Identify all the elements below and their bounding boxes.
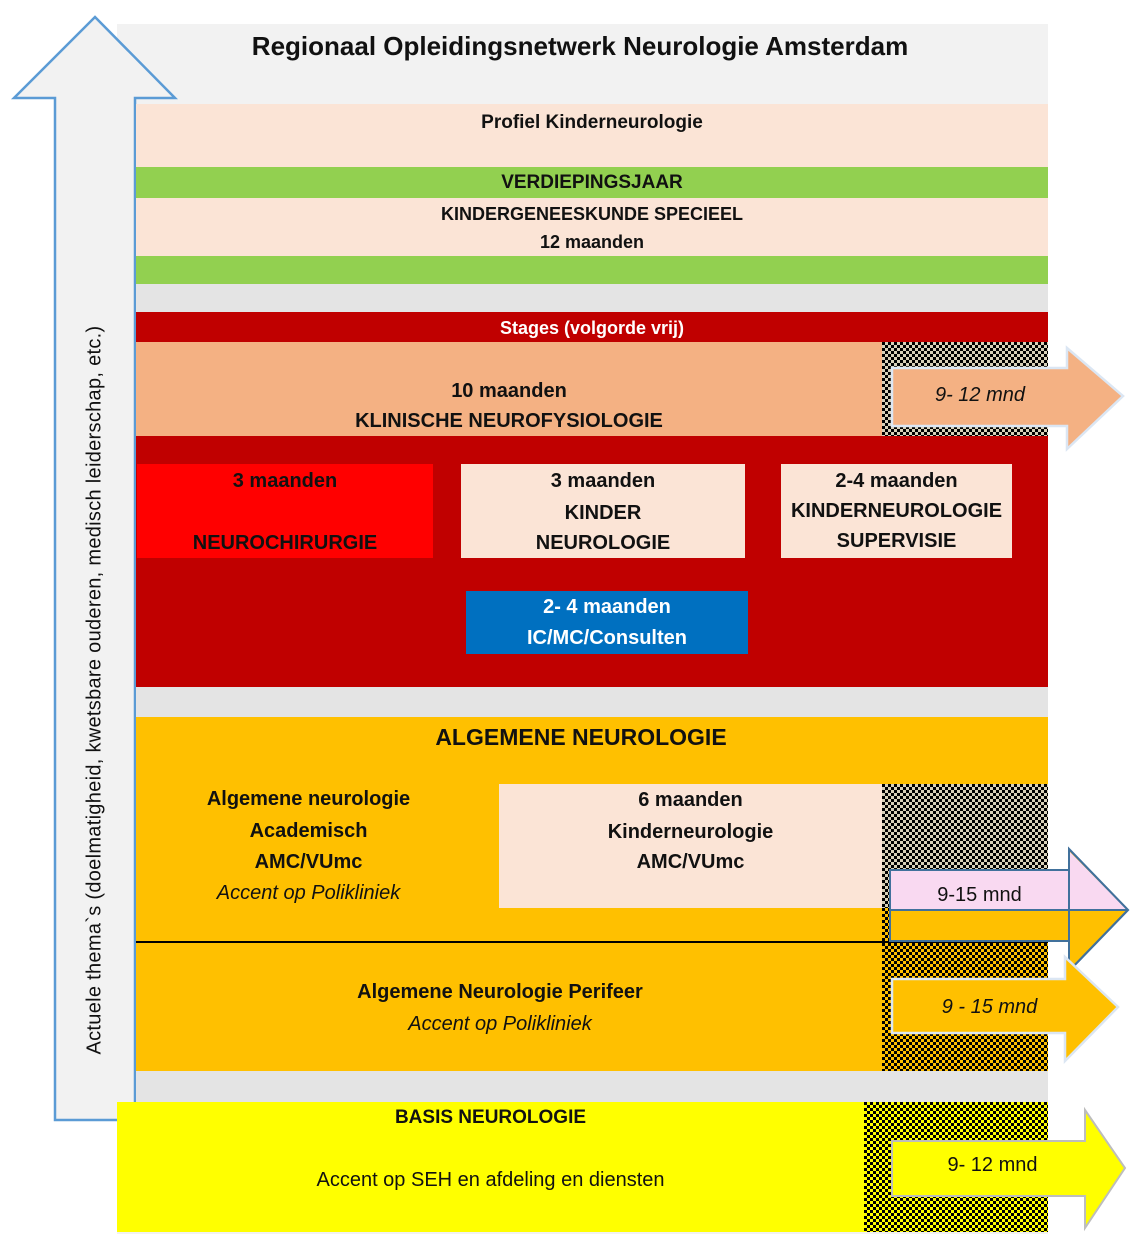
- ic-name: IC/MC/Consulten: [527, 626, 687, 649]
- academisch-perifeer-divider: [136, 941, 1048, 943]
- algemeen-kinderneurologie: 6 maanden Kinderneurologie AMC/VUmc: [499, 784, 882, 908]
- knf-arrow-label: 9- 12 mnd: [934, 383, 1026, 406]
- basis-neurologie-focus: Accent op SEH en afdeling en diensten: [316, 1169, 665, 1191]
- supervisie-line2: KINDERNEUROLOGIE: [790, 499, 1003, 522]
- neurochirurgie-duration: 3 maanden: [232, 469, 338, 492]
- academisch-line3: AMC/VUmc: [254, 851, 363, 873]
- academisch-line1: Algemene neurologie: [206, 788, 411, 810]
- academisch-line2: Academisch: [249, 820, 368, 842]
- separator: [136, 687, 1048, 717]
- diagram-title: Regionaal Opleidingsnetwerk Neurologie A…: [251, 30, 909, 61]
- stage-neurochirurgie: 3 maanden NEUROCHIRURGIE: [137, 464, 433, 558]
- algemeen-kinder-duration: 6 maanden: [638, 788, 743, 811]
- basis-duration-arrow-icon: [891, 1106, 1127, 1232]
- supervisie-line3: SUPERVISIE: [836, 529, 957, 552]
- perifeer-line1: Algemene Neurologie Perifeer: [357, 981, 643, 1003]
- perifeer-arrow-label: 9 - 15 mnd: [941, 995, 1038, 1018]
- algemeen-perifeer: Algemene Neurologie Perifeer Accent op P…: [136, 976, 864, 1042]
- academisch-line4: Accent op Polikliniek: [216, 882, 401, 904]
- kinder-neurologie-duration: 3 maanden: [550, 469, 656, 492]
- kinder-neurologie-line3: NEUROLOGIE: [535, 531, 671, 554]
- ic-duration: 2- 4 maanden: [543, 595, 671, 618]
- separator: [136, 284, 1048, 312]
- knf-name: KLINISCHE NEUROFYSIOLOGIE: [355, 409, 663, 432]
- profiel-section: Profiel Kinderneurologie: [136, 104, 1048, 167]
- separator: [136, 1071, 1048, 1102]
- academisch-duration-arrow-icon: [889, 846, 1130, 974]
- algemene-neurologie-header: ALGEMENE NEUROLOGIE: [435, 723, 727, 750]
- stage-kinder-neurologie: 3 maanden KINDER NEUROLOGIE: [461, 464, 745, 558]
- verdiepingsjaar-body: KINDERGENEESKUNDE SPECIEEL 12 maanden: [136, 198, 1048, 256]
- basis-arrow-label: 9- 12 mnd: [947, 1153, 1038, 1176]
- stage-ic-mc-consulten: 2- 4 maanden IC/MC/Consulten: [466, 591, 748, 654]
- neurochirurgie-name: NEUROCHIRURGIE: [192, 531, 378, 554]
- profiel-label: Profiel Kinderneurologie: [481, 112, 703, 133]
- stage-klinische-neurofysiologie: 10 maanden KLINISCHE NEUROFYSIOLOGIE: [136, 342, 882, 436]
- kinder-neurologie-line2: KINDER: [564, 501, 642, 524]
- supervisie-duration: 2-4 maanden: [835, 469, 958, 492]
- algemeen-kinder-location: AMC/VUmc: [636, 850, 745, 873]
- stage-kinderneurologie-supervisie: 2-4 maanden KINDERNEUROLOGIE SUPERVISIE: [781, 464, 1012, 558]
- knf-duration: 10 maanden: [451, 379, 567, 402]
- basis-neurologie-header: BASIS NEUROLOGIE: [394, 1107, 587, 1128]
- themes-arrow-icon: [10, 15, 178, 1122]
- knf-duration-arrow-icon: [890, 345, 1125, 452]
- algemeen-kinder-name: Kinderneurologie: [607, 820, 774, 843]
- verdiepingsjaar-duration: 12 maanden: [539, 231, 645, 252]
- verdiepingsjaar-specialty: KINDERGENEESKUNDE SPECIEEL: [440, 203, 744, 224]
- perifeer-line2: Accent op Polikliniek: [408, 1013, 592, 1035]
- verdiepingsjaar-footer-bar: [136, 256, 1048, 284]
- academisch-arrow-label: 9-15 mnd: [937, 883, 1022, 906]
- verdiepingsjaar-header: VERDIEPINGSJAAR: [136, 167, 1048, 198]
- stages-header: Stages (volgorde vrij): [499, 317, 685, 338]
- algemeen-academisch: Algemene neurologie Academisch AMC/VUmc …: [136, 784, 481, 910]
- perifeer-duration-arrow-icon: [890, 954, 1120, 1065]
- basis-neurologie-section: BASIS NEUROLOGIE Accent op SEH en afdeli…: [117, 1102, 864, 1232]
